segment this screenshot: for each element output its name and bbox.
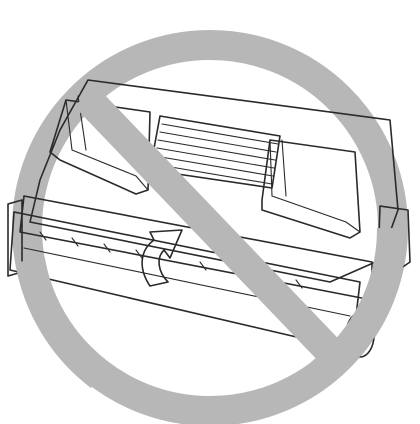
prohibition-ring-front-left xyxy=(15,257,110,388)
cartridge-lid xyxy=(29,79,399,283)
rotation-arrow-icon xyxy=(141,229,183,287)
prohibition-ring-front xyxy=(310,227,408,386)
left-handle-flap xyxy=(49,99,151,195)
right-handle-flap xyxy=(261,139,361,239)
prohibition-slash xyxy=(74,85,351,373)
